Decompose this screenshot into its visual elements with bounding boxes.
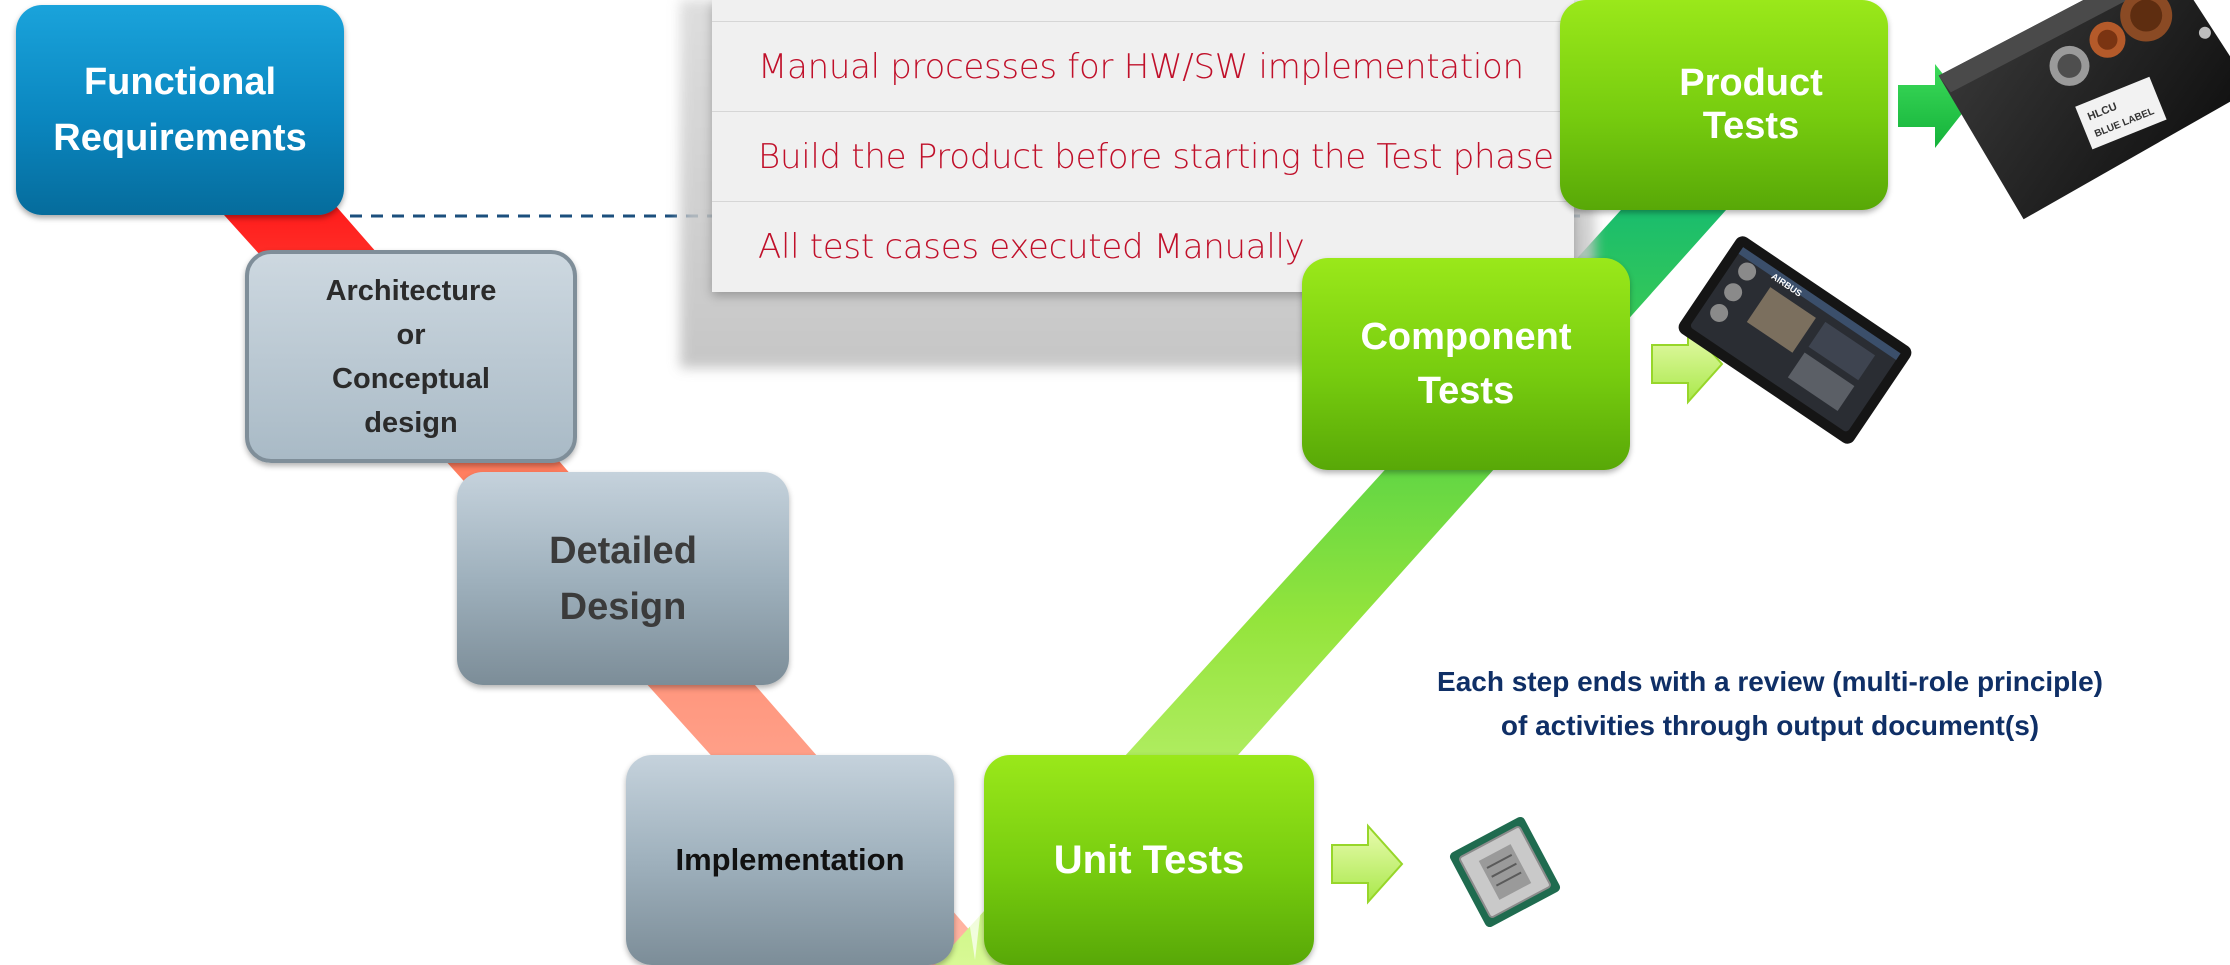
detailed-design-box: Detailed Design xyxy=(457,472,789,685)
circuit-board-image: AIRBUS xyxy=(1678,236,1912,444)
product-unit-image: HLCU BLUE LABEL xyxy=(1938,0,2230,220)
component-tests-label: Component Tests xyxy=(1360,316,1572,412)
detailed-design-label: Detailed Design xyxy=(549,529,697,628)
issues-popup: Manual processes for HW/SW implementatio… xyxy=(712,0,1574,292)
implementation-label: Implementation xyxy=(675,842,905,877)
functional-requirements-label: Functional Requirements xyxy=(53,61,307,159)
v-joint xyxy=(955,830,990,960)
popup-item-manual-processes: Manual processes for HW/SW implementatio… xyxy=(712,22,1574,112)
processor-chip-image xyxy=(1449,816,1561,928)
product-tests-box: Product Tests xyxy=(1560,0,1888,210)
review-note-line-2: of activities through output document(s) xyxy=(1500,710,2040,741)
implementation-box: Implementation xyxy=(626,755,954,965)
review-note: Each step ends with a review (multi-role… xyxy=(1370,660,2170,748)
product-tests-label: Product Tests xyxy=(1679,62,1823,147)
popup-item-manual-tests: All test cases executed Manually xyxy=(758,227,1305,267)
review-note-line-1: Each step ends with a review (multi-role… xyxy=(1437,666,2103,697)
unit-tests-label: Unit Tests xyxy=(1053,837,1245,882)
architecture-box: Architecture or Conceptual design xyxy=(245,250,577,463)
architecture-label: Architecture or Conceptual design xyxy=(325,274,497,439)
popup-item-build-before-test: Build the Product before starting the Te… xyxy=(712,112,1574,202)
unit-tests-box: Unit Tests xyxy=(984,755,1314,965)
functional-requirements-box: Functional Requirements xyxy=(16,5,344,215)
component-tests-box: Component Tests xyxy=(1302,258,1630,470)
unit-arrow xyxy=(1331,823,1404,905)
popup-row-partial xyxy=(712,0,1574,22)
